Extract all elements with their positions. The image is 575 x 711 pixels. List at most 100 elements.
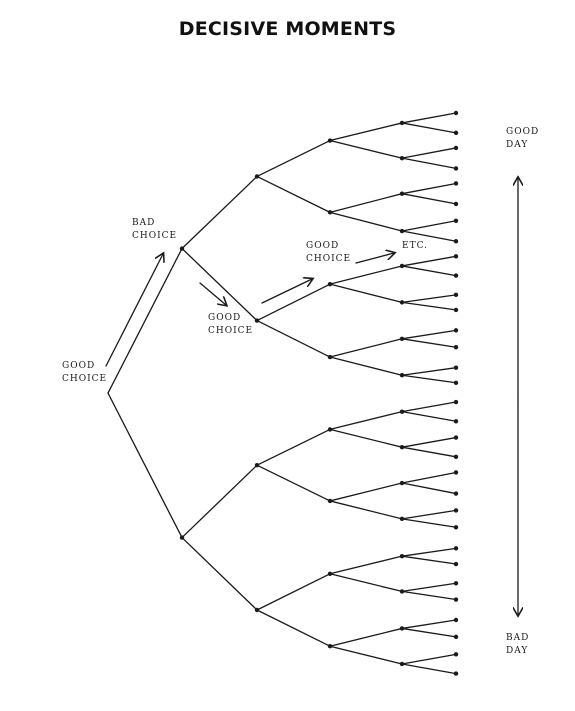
arrow-bad-choice — [105, 254, 163, 367]
label-good-day: GOOD DAY — [506, 127, 540, 150]
decision-node — [327, 644, 333, 649]
tree-branch — [329, 555, 403, 575]
tree-branch — [401, 653, 457, 665]
outcome-dot — [453, 508, 459, 513]
tree-branch — [401, 555, 457, 565]
tree-branch — [401, 509, 457, 520]
tree-branch — [329, 139, 403, 159]
outcome-dot — [453, 561, 459, 567]
decision-node — [399, 444, 405, 450]
outcome-dot — [453, 454, 459, 460]
label-good-choice-root: GOOD CHOICE — [62, 361, 108, 384]
tree-branch — [401, 547, 457, 557]
outcome-dot — [453, 365, 459, 370]
tree-branch — [256, 319, 331, 358]
decision-node — [254, 318, 260, 323]
outcome-dot — [453, 218, 459, 223]
decision-node — [399, 480, 405, 486]
tree-branch — [329, 428, 403, 448]
tree-branch — [401, 471, 457, 484]
tree-branch — [329, 645, 403, 665]
tree-branch — [329, 482, 403, 502]
decision-node — [399, 373, 405, 378]
outcome-dot — [453, 435, 459, 440]
decision-node — [327, 281, 333, 287]
tree-branch — [401, 619, 457, 630]
tree-branch — [401, 329, 457, 340]
tree-branch — [329, 411, 403, 431]
decision-node — [327, 427, 333, 432]
tree-branch — [256, 609, 331, 647]
tree-branch — [107, 392, 183, 539]
label-bad-choice: BAD CHOICE — [132, 218, 178, 241]
tree-branch — [401, 590, 457, 601]
label-good-choice-upper: GOOD CHOICE — [306, 241, 352, 264]
tree-branch — [329, 338, 403, 358]
tree-branch — [401, 627, 457, 638]
outcome-dot — [453, 419, 459, 424]
tree-branch — [401, 193, 457, 205]
decision-node — [399, 120, 405, 126]
tree-branch — [256, 464, 331, 502]
tree-branch — [329, 193, 403, 214]
decision-node — [399, 516, 405, 522]
tree-branch — [256, 283, 331, 322]
tree-branch — [107, 247, 183, 394]
outcome-dot — [453, 671, 459, 676]
outcome-dot — [453, 634, 459, 640]
decision-node — [327, 138, 333, 143]
outcome-dot — [453, 110, 459, 116]
tree-branch — [401, 255, 457, 267]
outcome-dot — [453, 581, 459, 586]
decision-node — [254, 462, 260, 468]
outcome-dot — [453, 307, 459, 313]
outcome-dot — [453, 617, 459, 623]
tree-branch — [401, 446, 457, 458]
tree-branch — [401, 482, 457, 495]
tree-branch — [401, 367, 457, 376]
tree-branch — [401, 182, 457, 195]
outcome-dot — [453, 345, 459, 350]
tree-branch — [329, 356, 403, 376]
decision-node — [327, 571, 333, 576]
decision-node — [399, 336, 405, 342]
tree-branch — [401, 122, 457, 134]
outcome-dot — [453, 254, 459, 259]
outcome-dot — [453, 525, 459, 530]
outcome-dot — [453, 292, 459, 298]
tree-branch — [401, 338, 457, 348]
label-good-choice-mid: GOOD CHOICE — [208, 313, 254, 336]
tree-branch — [329, 211, 403, 232]
tree-branch — [181, 464, 258, 539]
tree-branch — [256, 573, 331, 611]
tree-branch — [401, 112, 457, 124]
decision-node — [327, 498, 333, 504]
decision-node — [399, 300, 405, 305]
outcome-dot — [453, 328, 459, 333]
tree-branch — [401, 157, 457, 170]
outcome-dot — [453, 201, 459, 207]
tree-branch — [329, 573, 403, 593]
decision-node — [179, 246, 185, 251]
decision-node — [179, 535, 185, 540]
outcome-dot — [453, 491, 459, 496]
tree-branch — [401, 265, 457, 277]
decision-node — [399, 155, 405, 161]
tree-branch — [401, 147, 457, 159]
outcome-dot — [453, 597, 459, 602]
tree-branch — [181, 175, 258, 250]
tree-branches — [107, 110, 459, 676]
decision-node — [399, 553, 405, 559]
outcome-dot — [453, 546, 459, 551]
tree-branch — [329, 627, 403, 647]
outcome-dot — [453, 273, 459, 278]
page-title: DECISIVE MOMENTS — [178, 18, 397, 40]
arrow-good-choice-upper — [261, 279, 312, 304]
decision-node — [399, 191, 405, 196]
decision-node — [399, 589, 405, 594]
tree-branch — [329, 122, 403, 142]
tree-branch — [401, 663, 457, 675]
outcome-dot — [453, 470, 459, 475]
